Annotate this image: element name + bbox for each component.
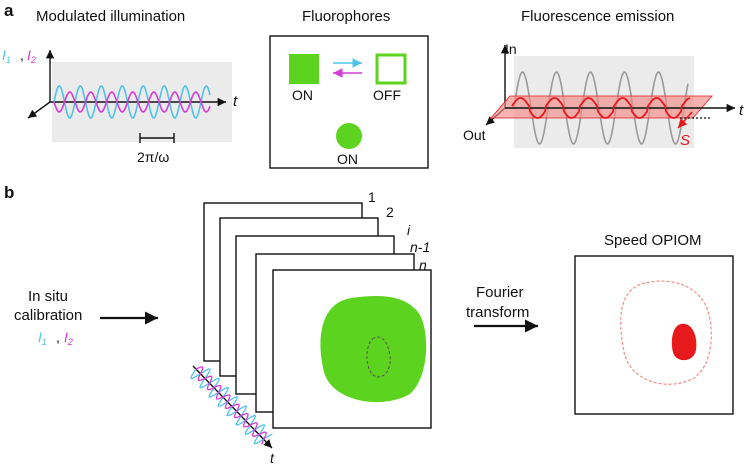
cell-shape [320,296,427,403]
on-label-top: ON [292,87,313,103]
legend-comma: , [20,47,24,63]
frame-stack [203,202,432,429]
speed-red-region [671,323,697,361]
s-label: S [680,132,690,149]
cell-outline-dashed [620,280,712,385]
on-label-bottom: ON [337,151,358,167]
calibration-i1: I1 [38,329,47,347]
out-label: Out [463,127,486,143]
on-state-circle [336,123,362,149]
speed-opiom-box [574,255,734,415]
on-state-square [289,54,319,84]
illumination-t-label: t [233,93,238,110]
in-label: In [505,41,517,57]
calibration-comma: , [56,329,60,345]
fourier-line1: Fourier [476,284,524,301]
illumination-depth-axis [27,101,51,119]
calibration-i2: I2 [64,329,73,347]
magenta-illumination-wave [53,91,211,113]
legend-i1: I1 [2,47,11,65]
frame-label-2: 2 [386,204,394,220]
stack-t-label: t [270,450,275,466]
frame-label-1: 1 [368,189,376,205]
stack-magenta-wave [195,366,267,445]
panel-b-label: b [4,183,14,202]
emission-red-wave [511,97,691,119]
calibration-line2: calibration [14,307,82,324]
off-state-square [375,53,407,85]
emission-gray-wave [513,71,689,145]
speed-opiom-title: Speed OPIOM [604,232,702,249]
frame-label-n: n [419,257,427,273]
emission-t-label: t [739,102,744,119]
period-bracket [139,133,175,143]
legend-i2: I2 [27,47,36,65]
calibration-line1: In situ [28,288,68,305]
fluorophores-title: Fluorophores [302,8,390,25]
period-label: 2π/ω [137,149,169,165]
s-arrow [677,111,693,129]
frame-label-n-1: n-1 [410,239,430,255]
panel-a-label: a [4,1,14,20]
emission-title: Fluorescence emission [521,8,674,25]
frame-label-i: i [407,222,411,238]
illumination-title: Modulated illumination [36,8,185,25]
fourier-line2: transform [466,304,529,321]
off-label: OFF [373,87,401,103]
cyan-illumination-wave [53,85,211,119]
stack-cyan-wave [190,368,273,445]
